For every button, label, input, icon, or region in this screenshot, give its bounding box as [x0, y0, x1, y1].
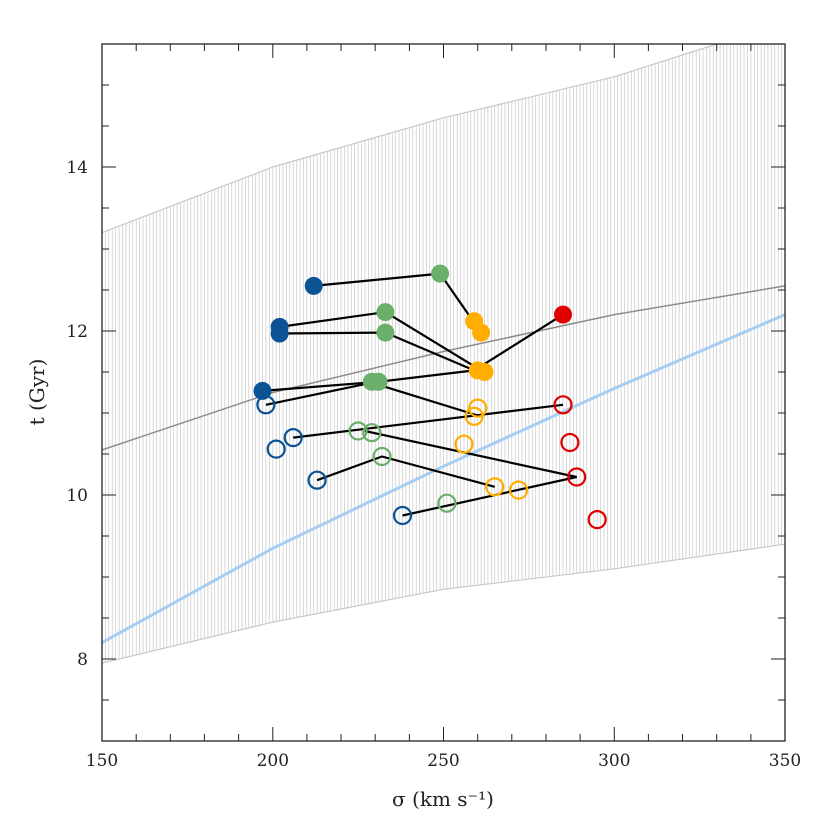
y-tick-label: 12: [66, 322, 88, 342]
data-point-open: [508, 480, 529, 500]
x-tick-label: 250: [427, 751, 459, 771]
data-point-filled: [431, 264, 450, 283]
data-point-open: [283, 428, 303, 448]
data-point-open: [256, 395, 276, 415]
data-point-filled: [554, 305, 572, 324]
y-tick-labels: 8 10 12 14: [66, 158, 88, 670]
y-tick-label: 8: [77, 650, 88, 670]
data-point-filled: [270, 324, 289, 343]
x-axis-title: σ (km s⁻¹): [392, 787, 494, 811]
connection-line: [313, 272, 482, 334]
x-tick-label: 200: [257, 751, 289, 771]
data-point-filled: [304, 276, 323, 295]
y-tick-label: 14: [66, 158, 88, 178]
data-point-open: [454, 434, 474, 454]
x-tick-label: 300: [598, 751, 630, 771]
data-point-open: [567, 467, 587, 487]
data-point-open: [437, 493, 457, 513]
connection-line: [316, 455, 495, 488]
model-curve-2: [102, 313, 785, 644]
data-point-open: [392, 505, 413, 526]
data-point-filled: [472, 323, 491, 342]
data-point-open: [468, 398, 488, 418]
connection-line: [402, 475, 577, 517]
data-point-open: [266, 439, 286, 459]
data-point-open: [553, 395, 573, 415]
data-point-filled: [475, 363, 494, 381]
x-tick-labels: 150 200 250 300 350: [86, 751, 801, 771]
x-tick-label: 150: [86, 751, 118, 771]
data-point-open: [587, 509, 607, 530]
y-axis-title: t (Gyr): [25, 359, 49, 426]
model-curve-1: [102, 285, 785, 451]
data-point-open: [560, 432, 580, 453]
y-tick-label: 10: [66, 486, 88, 506]
data-point-open: [362, 423, 382, 443]
uncertainty-band: [102, 44, 785, 664]
connection-line: [279, 313, 564, 372]
axis-ticks: [101, 43, 786, 742]
x-tick-label: 350: [769, 751, 801, 771]
data-point-open: [348, 421, 368, 441]
data-point-filled: [369, 372, 388, 391]
data-point-filled: [376, 303, 395, 322]
data-point-open: [307, 470, 327, 490]
plot-area: [102, 44, 785, 664]
connection-line: [364, 429, 577, 479]
data-point-open: [464, 406, 484, 426]
data-point-open: [372, 446, 392, 467]
connection-line: [293, 403, 564, 439]
data-point-filled: [376, 323, 395, 342]
data-point-open: [485, 477, 505, 497]
